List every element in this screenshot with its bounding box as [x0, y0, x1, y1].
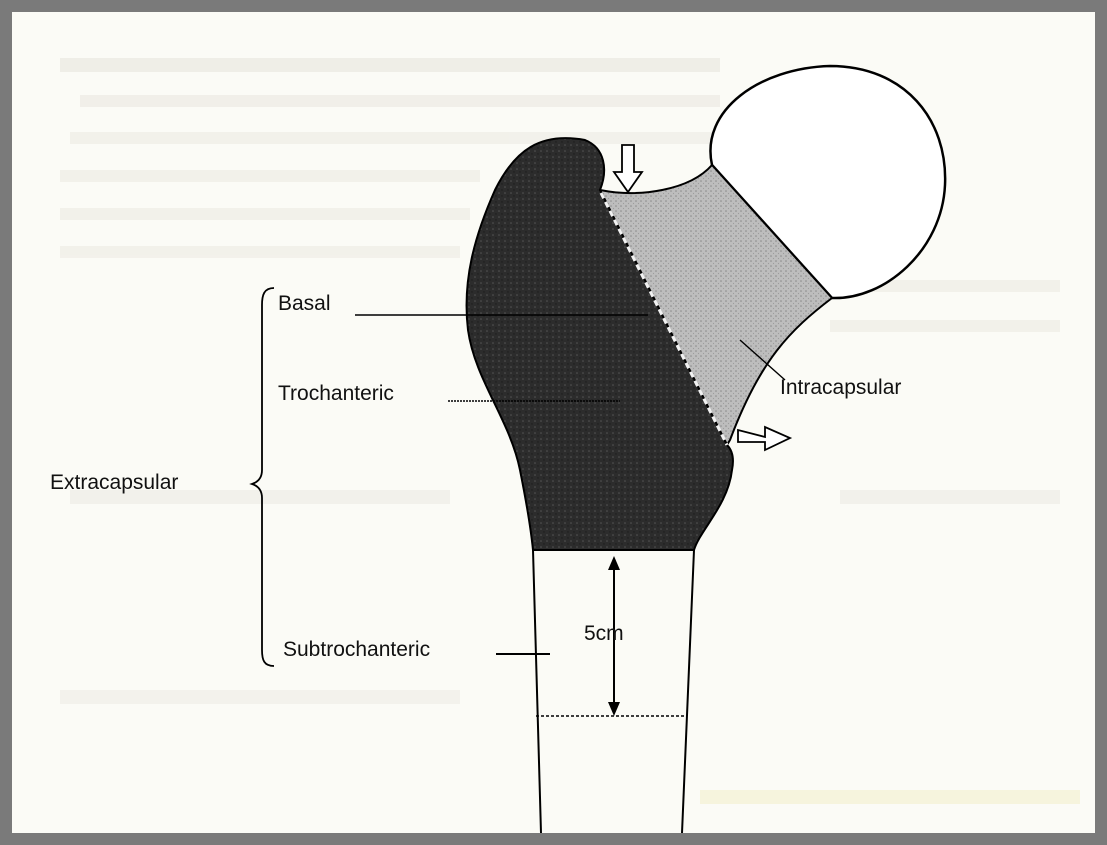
extracapsular-label: Extracapsular — [50, 471, 178, 494]
femur-fracture-diagram: Basal Trochanteric Intracapsular Extraca… — [12, 12, 1095, 833]
five-cm-label: 5cm — [584, 622, 624, 645]
trochanteric-label: Trochanteric — [278, 382, 394, 405]
lower-capsule-arrow-icon — [738, 427, 790, 450]
basal-label: Basal — [278, 292, 331, 315]
upper-capsule-arrow-icon — [614, 145, 642, 192]
subtrochanteric-label: Subtrochanteric — [283, 638, 430, 661]
extracapsular-brace — [252, 288, 274, 666]
intracapsular-label: Intracapsular — [780, 376, 901, 399]
